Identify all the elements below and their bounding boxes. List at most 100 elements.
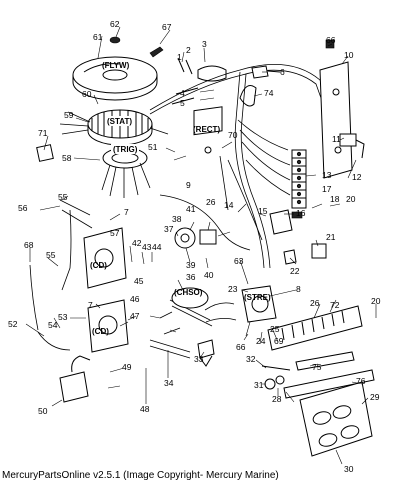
callout-26: 26 <box>206 197 216 207</box>
callout-numbers: 62 67 61 1 2 3 66 10 60 6 74 59 71 4 5 7… <box>8 19 381 474</box>
callout-76: 76 <box>356 376 366 386</box>
callout-13: 13 <box>322 170 332 180</box>
callout-24: 24 <box>256 336 266 346</box>
callout-11: 11 <box>332 134 341 144</box>
stator-assembly: (STAT) <box>59 109 169 146</box>
callout-23: 23 <box>228 284 238 294</box>
sensor-module <box>59 371 89 403</box>
callout-6: 6 <box>280 67 285 77</box>
callout-55b: 55 <box>46 250 56 260</box>
callout-72: 72 <box>330 300 340 310</box>
cd-left-label: (CD) <box>90 261 107 270</box>
stator-label: (STAT) <box>107 117 132 126</box>
callout-36: 36 <box>186 272 196 282</box>
choke-solenoid: (CHSO) <box>171 287 209 309</box>
callout-26b: 26 <box>310 298 320 308</box>
callout-25: 25 <box>270 324 280 334</box>
callout-33: 33 <box>194 354 204 364</box>
callout-12: 12 <box>352 172 362 182</box>
relay-icon <box>174 227 196 249</box>
callout-63: 63 <box>234 256 244 266</box>
callout-30: 30 <box>344 464 354 474</box>
cd-module-left: (CD) <box>83 227 127 289</box>
flywheel-key-icon <box>149 46 164 58</box>
callout-21: 21 <box>326 232 336 242</box>
image-caption: MercuryPartsOnline v2.5.1 (Image Copyrig… <box>2 470 279 481</box>
rectifier-label: (RECT) <box>193 125 220 134</box>
clip-icon <box>325 39 335 49</box>
choke-solenoid-label: (CHSO) <box>174 288 203 297</box>
callout-37: 37 <box>164 224 174 234</box>
decal-icon <box>36 144 54 162</box>
callout-2: 2 <box>186 45 191 55</box>
callout-66: 66 <box>326 35 336 45</box>
callout-52: 52 <box>8 319 18 329</box>
fuse-icon <box>311 243 327 259</box>
callout-38: 38 <box>172 214 182 224</box>
callout-18b: 69 <box>274 336 284 346</box>
callout-40: 40 <box>204 270 214 280</box>
callout-46: 46 <box>130 294 140 304</box>
callout-1: 1 <box>177 52 182 62</box>
callout-53: 53 <box>58 312 68 322</box>
callout-20: 20 <box>346 194 356 204</box>
callout-5: 5 <box>180 98 185 108</box>
callout-54: 54 <box>48 320 58 330</box>
fuse-holder <box>339 133 357 147</box>
callout-29: 29 <box>370 392 380 402</box>
callout-3: 3 <box>202 39 207 49</box>
callout-67: 67 <box>162 22 172 32</box>
cd-lower-label: (CD) <box>92 327 109 336</box>
callout-leaders <box>25 26 377 465</box>
callout-22: 22 <box>290 266 300 276</box>
starter-solenoid-label: (STRE) <box>244 293 271 302</box>
callout-55: 55 <box>58 192 68 202</box>
callout-58: 58 <box>62 153 72 163</box>
flywheel-nut-icon <box>109 36 121 44</box>
callout-9: 9 <box>186 180 191 190</box>
callout-68c: 66 <box>236 342 246 352</box>
callout-57: 57 <box>110 228 120 238</box>
callout-56: 56 <box>18 203 28 213</box>
callout-14: 14 <box>224 200 234 210</box>
callout-7: 7 <box>124 207 129 217</box>
callout-59: 59 <box>64 110 74 120</box>
flywheel-label: (FLYW) <box>102 61 130 70</box>
rectifier-assembly: (RECT) <box>193 106 223 154</box>
callout-18: 18 <box>330 194 340 204</box>
callout-45: 45 <box>134 276 144 286</box>
callout-43: 43 <box>142 242 152 252</box>
callout-47: 47 <box>130 311 140 321</box>
callout-50: 50 <box>38 406 48 416</box>
terminal-block <box>291 149 307 209</box>
callout-15: 15 <box>258 206 268 216</box>
callout-62: 62 <box>110 19 120 29</box>
starter-solenoid: (STRE) <box>241 285 277 323</box>
callout-48: 48 <box>140 404 150 414</box>
callout-61: 61 <box>93 32 103 42</box>
callout-44: 44 <box>152 242 162 252</box>
callout-28: 28 <box>272 394 282 404</box>
callout-4: 4 <box>180 88 185 98</box>
callout-42: 42 <box>132 238 142 248</box>
motor-icon <box>197 339 215 359</box>
callout-7b: 7 <box>88 300 93 310</box>
callout-68: 68 <box>24 240 34 250</box>
connector-icon <box>199 229 217 245</box>
callout-60: 60 <box>82 89 92 99</box>
callout-34: 34 <box>164 378 174 388</box>
callout-71: 71 <box>38 128 48 138</box>
callout-41: 41 <box>186 204 196 214</box>
key-switch <box>269 209 293 235</box>
callout-10: 10 <box>344 50 354 60</box>
callout-39: 39 <box>186 260 196 270</box>
flywheel-assembly: (FLYW) <box>72 36 164 101</box>
callout-32: 32 <box>246 354 256 364</box>
callout-74: 74 <box>264 88 274 98</box>
callout-20b: 20 <box>371 296 381 306</box>
callout-70: 70 <box>228 130 238 140</box>
cd-module-lower: (CD) <box>87 299 129 353</box>
callout-75: 75 <box>312 362 322 372</box>
terminal-board <box>267 305 363 351</box>
